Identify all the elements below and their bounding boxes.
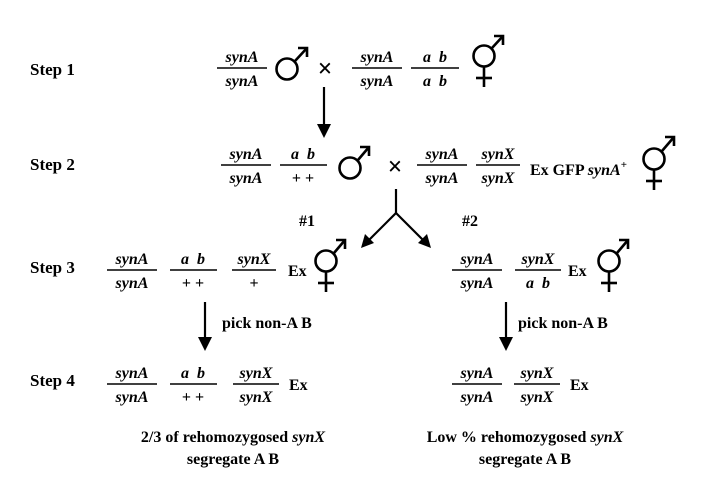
genotype-fraction: synA synA [221,146,271,187]
denominator: synA [225,73,259,90]
route-2-label: #2 [462,213,478,230]
step-2-label: Step 2 [30,155,75,174]
numerator: synA [225,49,259,66]
denominator: synX [520,389,554,406]
arrow-step3-to-step4-route-1 [198,302,212,351]
numerator: synA [229,146,263,163]
numerator: synA [425,146,459,163]
step-2-male-parent: synA synA a b + + [221,145,371,187]
step-3-route-1-genotype: synA synA a b + + synX + Ex [107,238,347,292]
genotype-fraction: synA synA [107,365,157,406]
extrachromosomal-array-label: Ex [289,377,308,394]
genotype-fraction: synX synX [233,365,279,406]
extrachromosomal-array-label: Ex [288,263,307,280]
denominator: synX [239,389,273,406]
arrow-step3-to-step4-route-2 [499,302,513,351]
genotype-fraction: synX a b [515,251,561,292]
genotype-fraction: a b a b [411,49,459,90]
genotype-fraction: synX + [232,251,276,292]
step-4-route-2-genotype: synA synA synX synX Ex [452,365,589,406]
step-4-route-1-genotype: synA synA a b + + synX synX Ex [107,365,308,406]
step-2-hermaphrodite-parent: synA synA synX synX Ex GFP synA+ [417,135,676,190]
arrow-step1-to-step2 [317,87,331,138]
numerator: synX [239,365,273,382]
step-4-label: Step 4 [30,371,75,390]
genotype-fraction: a b + + [280,146,327,187]
numerator: synX [481,146,515,163]
denominator: synA [229,170,263,187]
numerator: a b [181,365,205,382]
step-1-male-parent: synA synA [217,46,309,90]
genotype-fraction: synA synA [417,146,467,187]
numerator: synA [115,365,149,382]
numerator: synA [360,49,394,66]
denominator: + + [292,170,314,187]
genotype-fraction: synA synA [352,49,402,90]
step-1-hermaphrodite-parent: synA synA a b a b [352,34,505,90]
genotype-fraction: synX synX [514,365,560,406]
genotype-fraction: a b + + [170,365,217,406]
step-3-label: Step 3 [30,258,75,277]
denominator: synA [360,73,394,90]
genotype-fraction: synA synA [217,49,267,90]
genotype-fraction: synX synX [476,146,520,187]
denominator: synA [425,170,459,187]
numerator: synA [460,251,494,268]
extrachromosomal-array-label: Ex [568,263,587,280]
denominator: synA [460,389,494,406]
denominator: synX [481,170,515,187]
caption-route-1-line-1: 2/3 of rehomozygosed synX [141,429,325,446]
genotype-fraction: synA synA [452,365,502,406]
denominator: + + [182,275,204,292]
caption-route-2-line-1: Low % rehomozygosed synX [427,429,624,446]
extrachromosomal-array-label: Ex [570,377,589,394]
caption-route-2-line-2: segregate A B [479,451,571,468]
pick-label-route-1: pick non-A B [222,315,312,332]
caption-route-1-line-2: segregate A B [187,451,279,468]
denominator: synA [115,389,149,406]
hermaphrodite-symbol-icon [642,135,676,190]
hermaphrodite-symbol-icon [597,238,630,292]
denominator: a b [526,275,550,292]
genotype-fraction: synA synA [107,251,157,292]
pick-label-route-2: pick non-A B [518,315,608,332]
numerator: synA [460,365,494,382]
step-1-label: Step 1 [30,60,75,79]
male-symbol-icon [338,145,371,180]
step-3-route-2-genotype: synA synA synX a b Ex [452,238,630,292]
route-1-label: #1 [299,213,315,230]
hermaphrodite-symbol-icon [472,34,505,87]
numerator: a b [181,251,205,268]
extrachromosomal-array-label: Ex GFP synA+ [530,159,627,179]
numerator: synX [521,251,555,268]
denominator: a b [423,73,447,90]
male-symbol-icon [275,46,309,81]
denominator: synA [460,275,494,292]
denominator: + [249,275,258,292]
numerator: a b [423,49,447,66]
genotype-fraction: synA synA [452,251,502,292]
cross-symbol: × [318,54,333,83]
cross-symbol: × [388,152,403,181]
numerator: a b [291,146,315,163]
fork-arrows [361,189,431,248]
numerator: synA [115,251,149,268]
denominator: + + [182,389,204,406]
denominator: synA [115,275,149,292]
genotype-fraction: a b + + [170,251,217,292]
hermaphrodite-symbol-icon [314,238,347,292]
numerator: synX [237,251,271,268]
numerator: synX [520,365,554,382]
